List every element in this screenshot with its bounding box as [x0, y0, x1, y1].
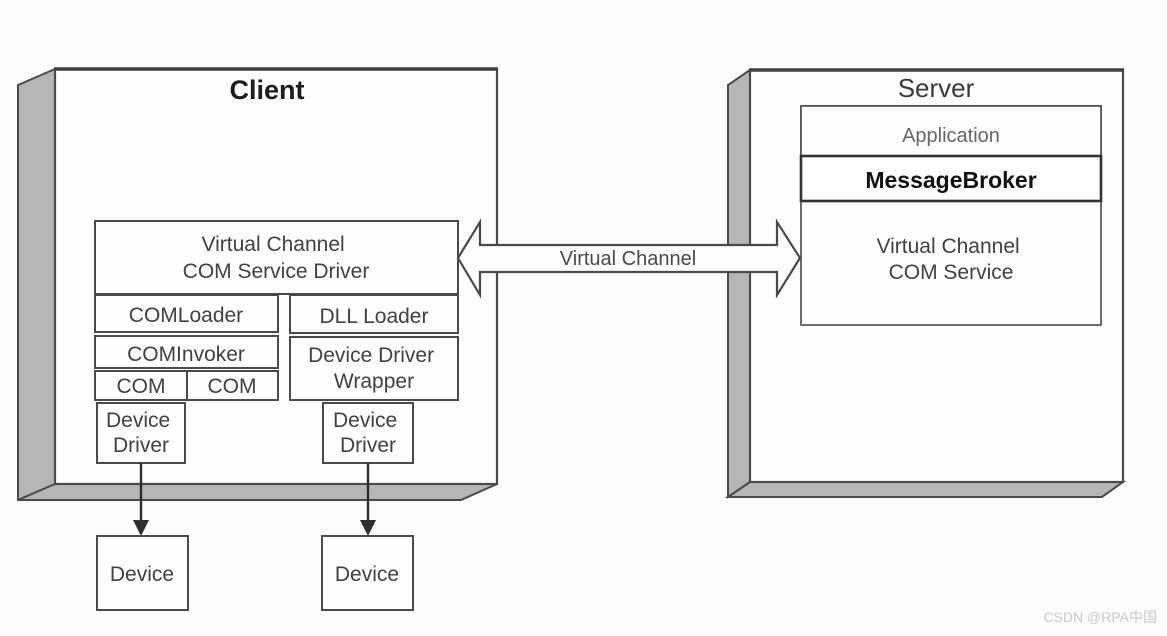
client-bottom-slab [17, 483, 498, 501]
com-loader-box [94, 294, 279, 333]
dll-loader-box [289, 294, 459, 334]
watermark: CSDN @RPA中国 [1043, 609, 1157, 625]
message-broker-box [799, 154, 1103, 203]
device-driver-right-label: Device Driver [333, 409, 403, 457]
com-right-box [186, 370, 279, 401]
device-driver-wrapper-label: Device Driver Wrapper [308, 344, 440, 393]
vc-com-service-label: Virtual Channel COM Service [876, 235, 1025, 284]
com-left-label: COM [117, 375, 166, 398]
device-right-label: Device [335, 563, 399, 586]
client-left-slab [17, 67, 56, 502]
device-driver-left-box [96, 402, 186, 464]
server-box: Server Application MessageBroker Virtual… [724, 68, 1127, 499]
client-title: Client [229, 75, 304, 105]
virtual-channel-label: Virtual Channel [560, 248, 696, 270]
dll-loader-label: DLL Loader [320, 305, 429, 328]
com-invoker-box [94, 335, 279, 369]
com-left-box [94, 370, 188, 401]
device-driver-wrapper-box [289, 336, 459, 401]
virtual-channel-arrow: Virtual Channel [456, 218, 802, 300]
vc-com-service-driver-box [94, 220, 459, 295]
com-loader-label: COMLoader [129, 304, 243, 327]
device-connections: Device Device [96, 463, 414, 611]
device-left-label: Device [110, 563, 174, 586]
device-driver-left-label: Device Driver [106, 409, 176, 457]
device-driver-right-box [322, 402, 414, 464]
application-box [800, 105, 1102, 157]
device-left-box [96, 535, 189, 611]
client-box: Client Virtual Channel COM Service Drive… [17, 67, 499, 502]
device-right-box [321, 535, 414, 611]
message-broker-label: MessageBroker [865, 167, 1036, 193]
server-title: Server [898, 73, 975, 103]
vc-com-service-driver-label: Virtual Channel COM Service Driver [183, 233, 370, 283]
com-right-label: COM [208, 375, 257, 398]
server-left-slab [727, 68, 751, 499]
com-invoker-label: COMInvoker [127, 343, 245, 366]
device-right-arrowhead-icon [360, 520, 376, 536]
application-label: Application [902, 125, 1000, 147]
double-arrow-shape [456, 218, 802, 300]
server-bottom-slab [724, 481, 1127, 498]
device-left-arrowhead-icon [133, 520, 149, 536]
